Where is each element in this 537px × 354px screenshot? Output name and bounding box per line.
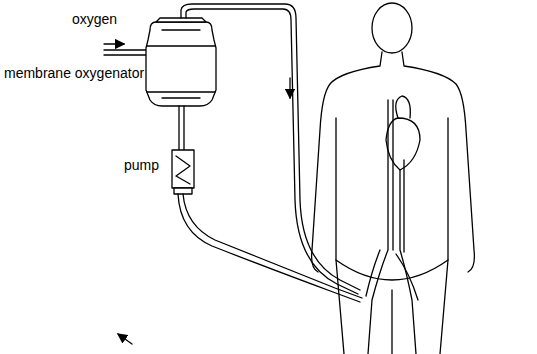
pump-symbol [172, 150, 194, 194]
oxygenator [146, 18, 216, 106]
connecting-tube [179, 106, 184, 150]
gas-label: oxygen [72, 12, 117, 27]
flow-arrow [104, 43, 124, 44]
human-body [312, 3, 475, 354]
flow-arrow [289, 78, 290, 98]
return-tube [181, 4, 360, 290]
drainage-tube [183, 194, 362, 298]
part-label: membrane oxygenator [4, 66, 144, 81]
part-label: pump [124, 158, 159, 173]
heart-vessels [366, 96, 420, 354]
oxygen-inlet [104, 50, 146, 55]
flow-arrow [118, 334, 132, 344]
